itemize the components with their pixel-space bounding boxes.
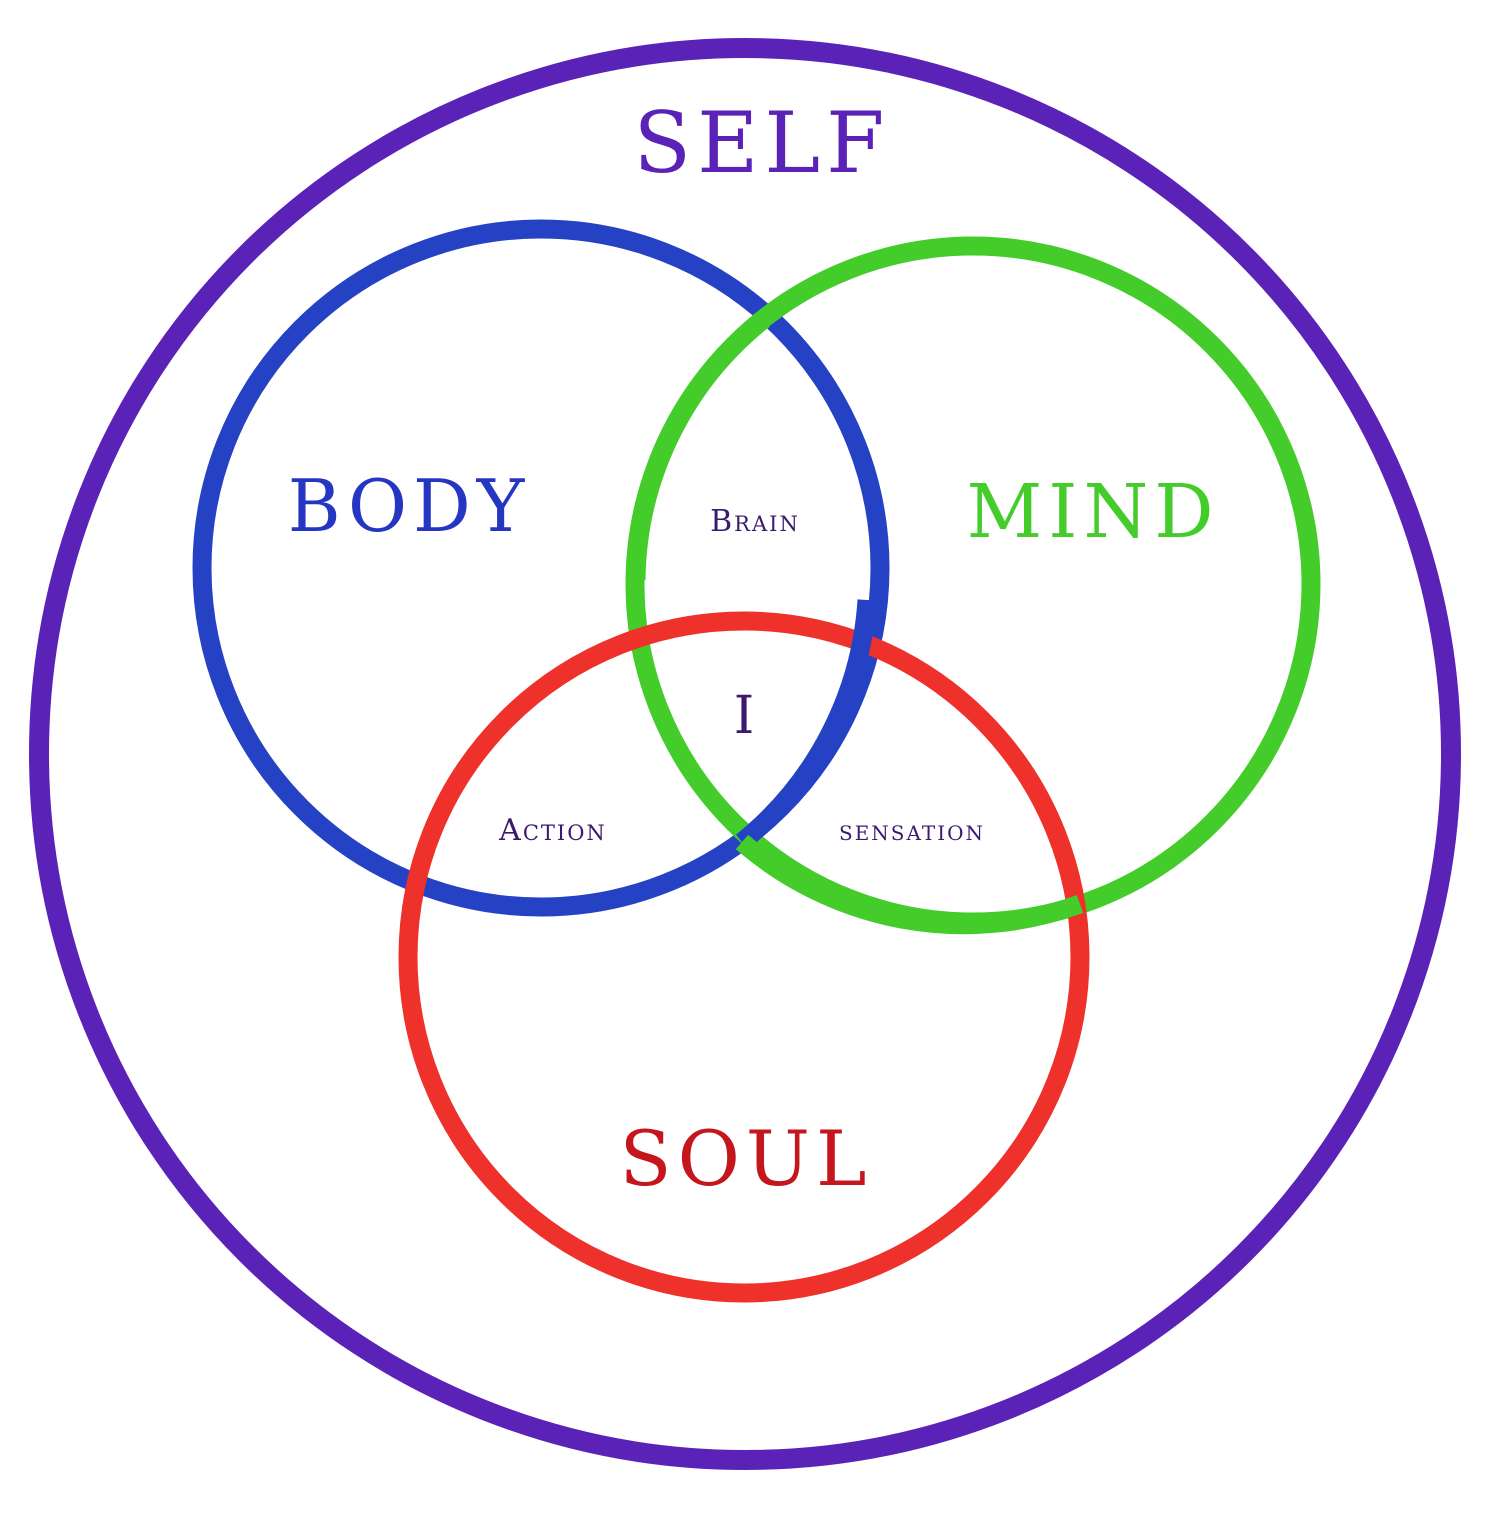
mind-circle-overlap-2: [735, 834, 1084, 935]
self-circle: [29, 38, 1461, 1470]
soul-label: SOUL: [620, 1114, 873, 1203]
self-label: SELF: [634, 94, 891, 192]
mind-label: MIND: [966, 469, 1219, 555]
body-circle-overlap: [736, 599, 877, 850]
body-label: BODY: [288, 464, 531, 548]
brain-label: Brain: [710, 504, 800, 539]
body-circle: [192, 219, 890, 917]
mind-circle-overlap: [626, 311, 770, 581]
sensation-label: sensation: [839, 814, 985, 847]
action-label: Action: [498, 813, 607, 848]
center-i-label: I: [734, 686, 761, 746]
soul-circle: [398, 611, 1090, 1303]
